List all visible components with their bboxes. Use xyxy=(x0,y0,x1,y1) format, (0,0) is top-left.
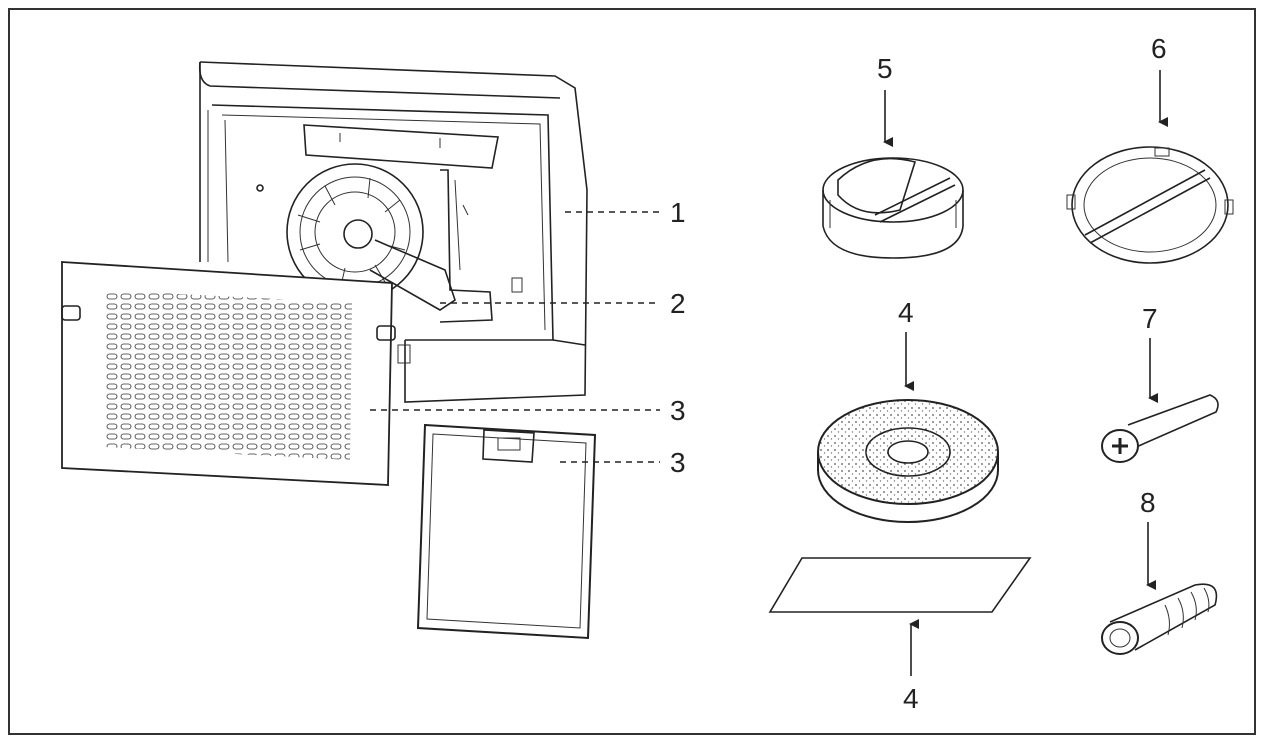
label-front-panel: 3 xyxy=(670,395,686,426)
front-panel xyxy=(61,261,660,486)
label-wall-plug: 8 xyxy=(1140,487,1156,518)
flange-ring xyxy=(1066,146,1234,264)
label-grease-filter: 3 xyxy=(670,447,686,478)
label-carbon-sheet: 4 xyxy=(903,683,919,714)
carbon-filter-disc xyxy=(817,399,999,523)
screw xyxy=(1101,394,1219,463)
wall-plug xyxy=(1101,583,1218,655)
label-screw: 7 xyxy=(1142,303,1158,334)
carbon-sheet xyxy=(768,557,1032,613)
one-way-valve xyxy=(822,157,964,259)
label-flange-ring: 6 xyxy=(1151,33,1167,64)
label-one-way-valve: 5 xyxy=(877,53,893,84)
hood-body xyxy=(198,61,660,403)
label-hood-body: 1 xyxy=(670,197,686,228)
grease-filter xyxy=(416,423,660,640)
label-carbon-filter: 4 xyxy=(898,297,914,328)
label-fan-motor: 2 xyxy=(670,288,686,319)
